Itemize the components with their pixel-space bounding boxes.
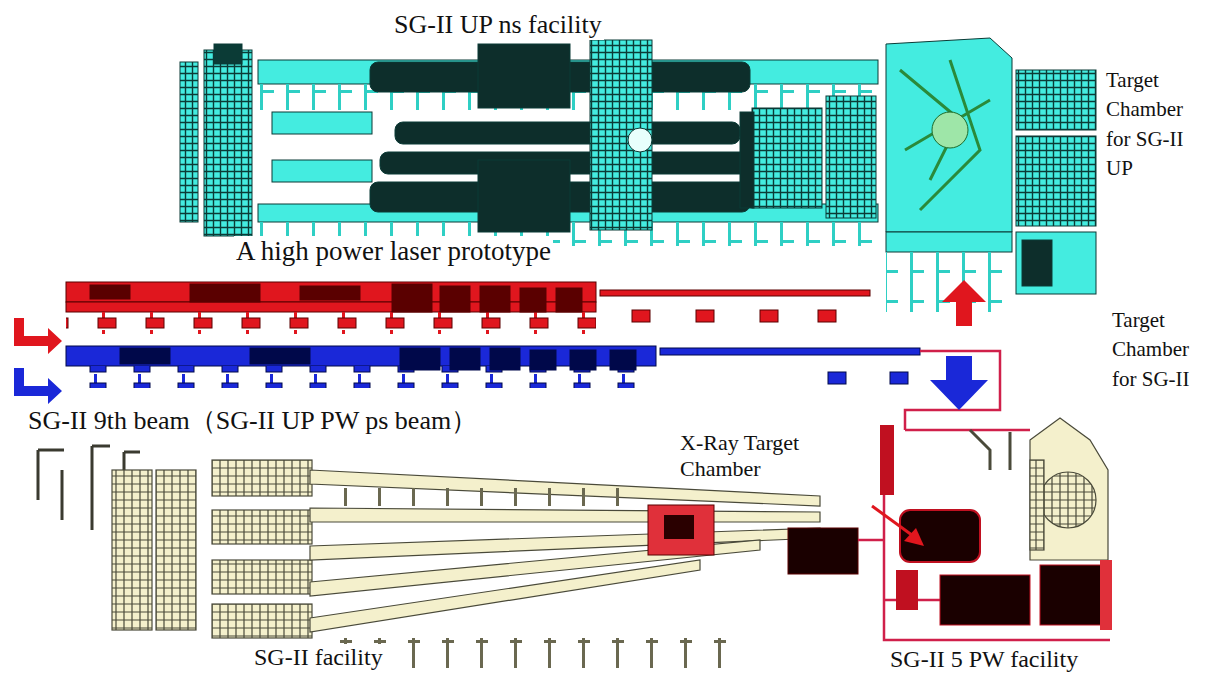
chamber-label: Target Chamber for SG-II bbox=[1110, 306, 1214, 394]
chamber-label: X-Ray Target Chamber bbox=[678, 430, 842, 483]
beam-label: SG-II 9th beam（SG-II UP PW ps beam） bbox=[26, 406, 479, 436]
facility-title: SG-II UP ns facility bbox=[392, 10, 604, 40]
chamber-label: Target Chamber for SG-II UP bbox=[1104, 66, 1208, 184]
prototype-label: A high power laser prototype bbox=[234, 236, 553, 267]
facility-label: SG-II 5 PW facility bbox=[888, 646, 1080, 674]
facility-label: SG-II facility bbox=[252, 644, 385, 672]
